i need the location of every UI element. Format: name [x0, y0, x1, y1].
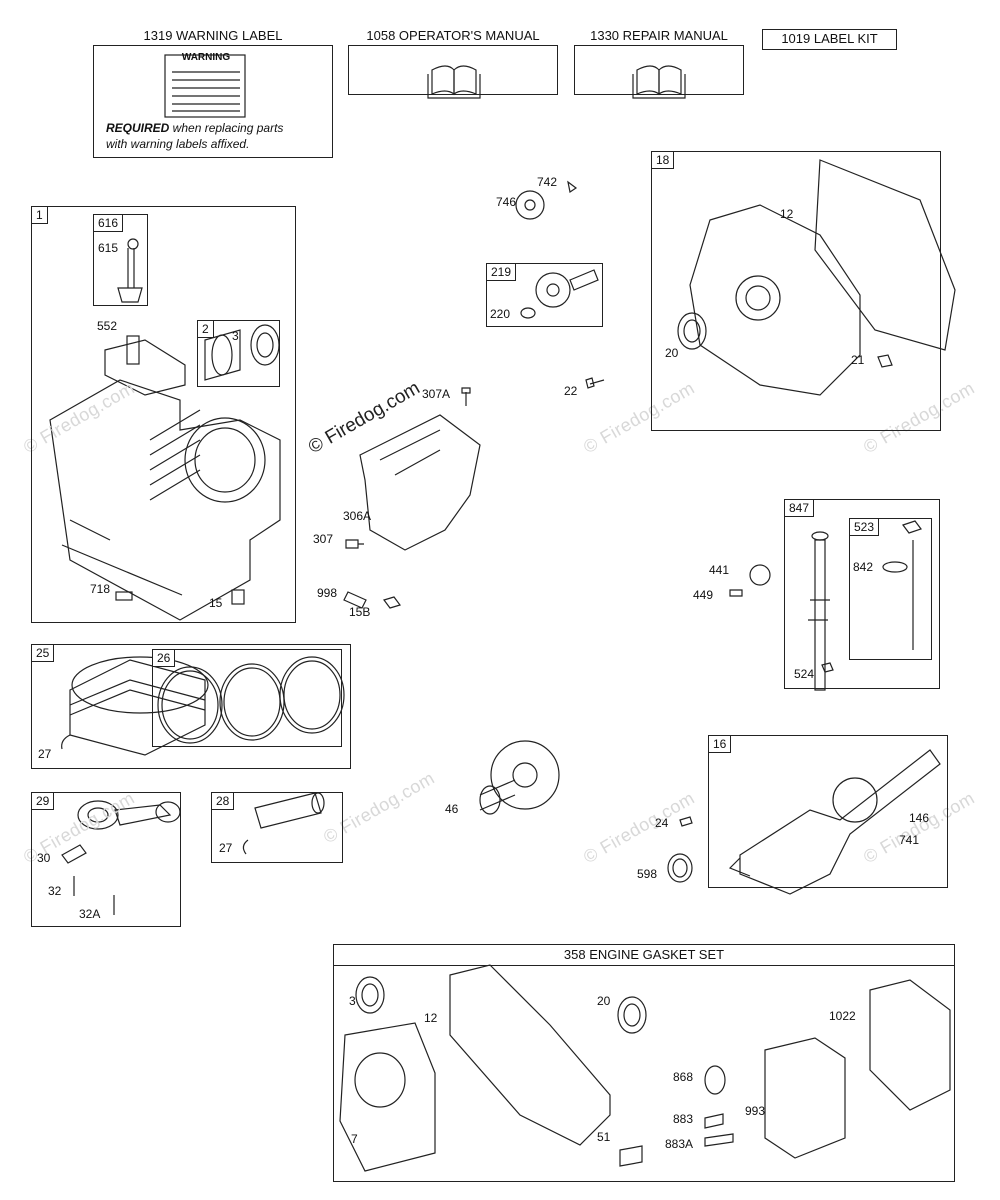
callout-306A[interactable]: 306A	[343, 509, 372, 523]
required-note: REQUIRED when replacing parts with warni…	[106, 120, 283, 152]
callout-27[interactable]: 27	[38, 747, 52, 761]
group-18-box[interactable]: 18	[651, 151, 941, 431]
label-kit-header[interactable]: 1019 LABEL KIT	[762, 29, 897, 50]
operators-manual-box[interactable]: 1058 OPERATOR'S MANUAL	[348, 27, 558, 95]
required-rest: when replacing parts	[169, 121, 284, 135]
callout-746[interactable]: 746	[496, 195, 517, 209]
callout-24[interactable]: 24	[655, 816, 669, 830]
required-line2: with warning labels affixed.	[106, 137, 250, 151]
callout-883[interactable]: 883	[673, 1112, 694, 1126]
callout-27[interactable]: 27	[219, 841, 233, 855]
group-847-box[interactable]: 847	[784, 499, 940, 689]
group-number: 1	[32, 207, 48, 224]
callout-22[interactable]: 22	[564, 384, 578, 398]
callout-441[interactable]: 441	[709, 563, 730, 577]
callout-46[interactable]: 46	[445, 802, 459, 816]
callout-883A[interactable]: 883A	[665, 1137, 694, 1151]
group-number: 523	[850, 519, 880, 536]
callout-742[interactable]: 742	[537, 175, 558, 189]
callout-51[interactable]: 51	[597, 1130, 611, 1144]
callout-718[interactable]: 718	[90, 582, 111, 596]
callout-449[interactable]: 449	[693, 588, 714, 602]
group-2-box[interactable]: 2	[197, 320, 280, 387]
repair-manual-header: 1330 REPAIR MANUAL	[574, 27, 744, 46]
callout-7[interactable]: 7	[351, 1132, 358, 1146]
group-number: 29	[32, 793, 55, 810]
callout-993[interactable]: 993	[745, 1104, 766, 1118]
group-number: 847	[785, 500, 815, 517]
callout-30[interactable]: 30	[37, 851, 51, 865]
callout-32A[interactable]: 32A	[79, 907, 101, 921]
callout-12[interactable]: 12	[780, 207, 794, 221]
group-number: 18	[652, 152, 675, 169]
callout-524[interactable]: 524	[794, 667, 815, 681]
required-word: REQUIRED	[106, 121, 170, 135]
group-number: 16	[709, 736, 732, 753]
group-number: 616	[94, 215, 124, 232]
callout-842[interactable]: 842	[853, 560, 874, 574]
callout-868[interactable]: 868	[673, 1070, 694, 1084]
group-523-box[interactable]: 523	[849, 518, 932, 660]
group-16-box[interactable]: 16	[708, 735, 948, 888]
repair-manual-box[interactable]: 1330 REPAIR MANUAL	[574, 27, 744, 95]
callout-3[interactable]: 3	[232, 329, 239, 343]
group-616-box[interactable]: 616	[93, 214, 148, 306]
watermark-main: © Firedog.com	[305, 377, 424, 459]
callout-552[interactable]: 552	[97, 319, 118, 333]
callout-15B[interactable]: 15B	[349, 605, 371, 619]
callout-307A[interactable]: 307A	[422, 387, 451, 401]
group-1-box[interactable]: 1	[31, 206, 296, 623]
group-number: 2	[198, 321, 214, 338]
group-219-box[interactable]: 219	[486, 263, 603, 327]
operators-manual-header: 1058 OPERATOR'S MANUAL	[348, 27, 558, 46]
group-26-box[interactable]: 26	[152, 649, 342, 747]
group-number: 219	[487, 264, 517, 281]
callout-615[interactable]: 615	[98, 241, 119, 255]
callout-20[interactable]: 20	[597, 994, 611, 1008]
callout-220[interactable]: 220	[490, 307, 511, 321]
callout-12[interactable]: 12	[424, 1011, 438, 1025]
callout-3[interactable]: 3	[349, 994, 356, 1008]
gasket-set-box[interactable]: 358 ENGINE GASKET SET	[333, 944, 955, 1182]
watermark-faint: © Firedog.com	[580, 787, 699, 868]
group-number: 28	[212, 793, 235, 810]
callout-998[interactable]: 998	[317, 586, 338, 600]
callout-1022[interactable]: 1022	[829, 1009, 856, 1023]
warning-sticker-title: WARNING	[181, 52, 231, 63]
group-number: 25	[32, 645, 55, 662]
callout-21[interactable]: 21	[851, 353, 865, 367]
callout-32[interactable]: 32	[48, 884, 62, 898]
group-number: 26	[153, 650, 176, 667]
callout-15[interactable]: 15	[209, 596, 223, 610]
group-28-box[interactable]: 28	[211, 792, 343, 863]
warning-label-header: 1319 WARNING LABEL	[93, 27, 333, 46]
gasket-set-title: 358 ENGINE GASKET SET	[334, 945, 954, 966]
group-29-box[interactable]: 29	[31, 792, 181, 927]
callout-146[interactable]: 146	[909, 811, 930, 825]
callout-307[interactable]: 307	[313, 532, 334, 546]
callout-741[interactable]: 741	[899, 833, 920, 847]
group-25-box[interactable]: 25	[31, 644, 351, 769]
callout-598[interactable]: 598	[637, 867, 658, 881]
warning-label-box[interactable]: 1319 WARNING LABEL WARNING REQUIRED when…	[93, 27, 333, 158]
callout-20[interactable]: 20	[665, 346, 679, 360]
